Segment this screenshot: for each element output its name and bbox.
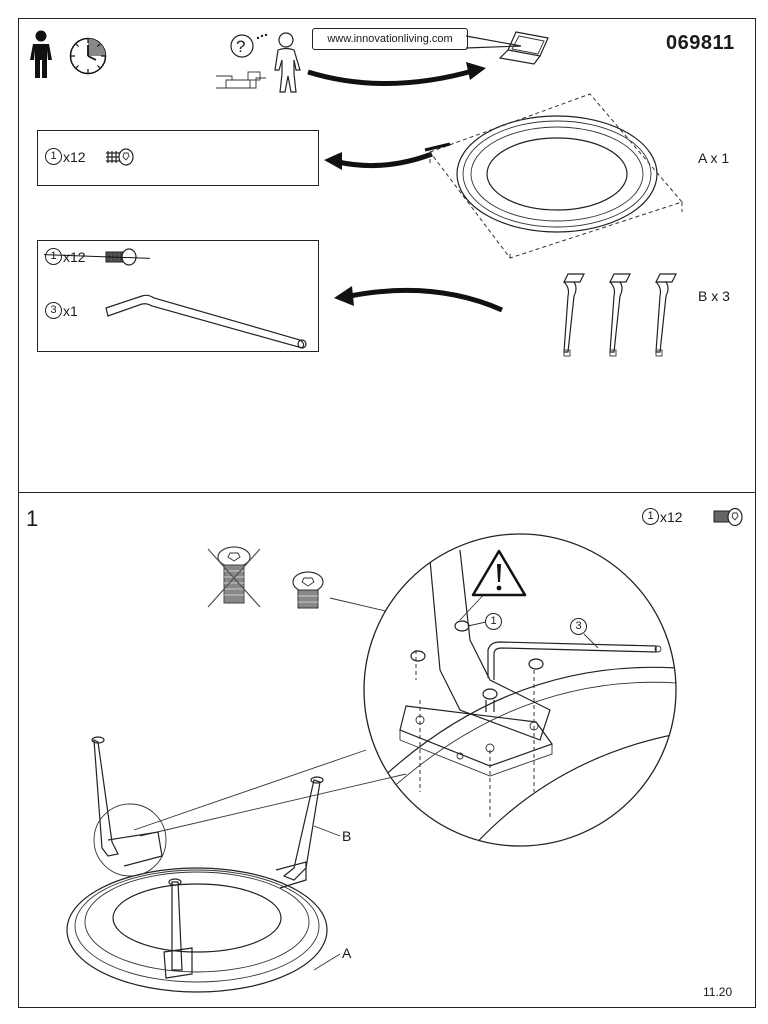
clock-icon (69, 37, 107, 75)
website-callout: www.innovationliving.com (312, 28, 468, 50)
hex-key-icon (105, 294, 307, 349)
hardware-box-screws (37, 130, 319, 186)
step-number: 1 (26, 506, 39, 531)
correct-screw-icon (292, 571, 324, 609)
part-number-badge: 1 (45, 148, 62, 166)
part-number-badge: 3 (570, 618, 587, 636)
callout-pointer (465, 35, 522, 49)
arrow-to-screw-box (324, 151, 433, 170)
callout-screw-leader (467, 621, 487, 627)
part-quantity: x1 (63, 302, 78, 319)
person-icon (30, 30, 52, 78)
table-assembly-drawing (66, 736, 341, 993)
question-icon: ? (216, 32, 301, 93)
part-quantity: x12 (63, 148, 86, 165)
part-number-badge: 3 (45, 302, 62, 320)
detail-magnifier (363, 533, 677, 847)
legs-b-drawing (563, 273, 677, 357)
flow-arrow (307, 62, 486, 86)
component-b-label: B x 3 (698, 288, 730, 304)
screw-icon (105, 248, 137, 266)
arrow-to-tool-box (334, 286, 504, 313)
version-number: 11.20 (703, 985, 733, 999)
page-frame (18, 18, 756, 1008)
screw-icon (713, 507, 743, 527)
wrong-screw-icon (207, 546, 261, 608)
part-quantity: x12 (660, 508, 683, 525)
hardware-box-tools (37, 240, 319, 352)
callout-wrench-leader (583, 633, 599, 649)
detail-leader-lines (133, 749, 407, 837)
leg-label: B (342, 828, 352, 844)
component-a-label: A x 1 (698, 150, 730, 166)
frame-a-drawing (424, 93, 683, 259)
frame-label: A (342, 945, 352, 961)
svg-text:?: ? (236, 37, 245, 56)
laptop-icon (498, 31, 549, 65)
product-code: 069811 (666, 32, 735, 54)
part-number-badge: 1 (45, 248, 62, 266)
callout-wrench: 3 (570, 618, 588, 636)
warning-icon (471, 549, 527, 597)
screw-icon (106, 148, 134, 166)
part-number-badge: 1 (642, 508, 659, 526)
part-quantity: x12 (63, 248, 86, 265)
section-divider (18, 492, 756, 493)
